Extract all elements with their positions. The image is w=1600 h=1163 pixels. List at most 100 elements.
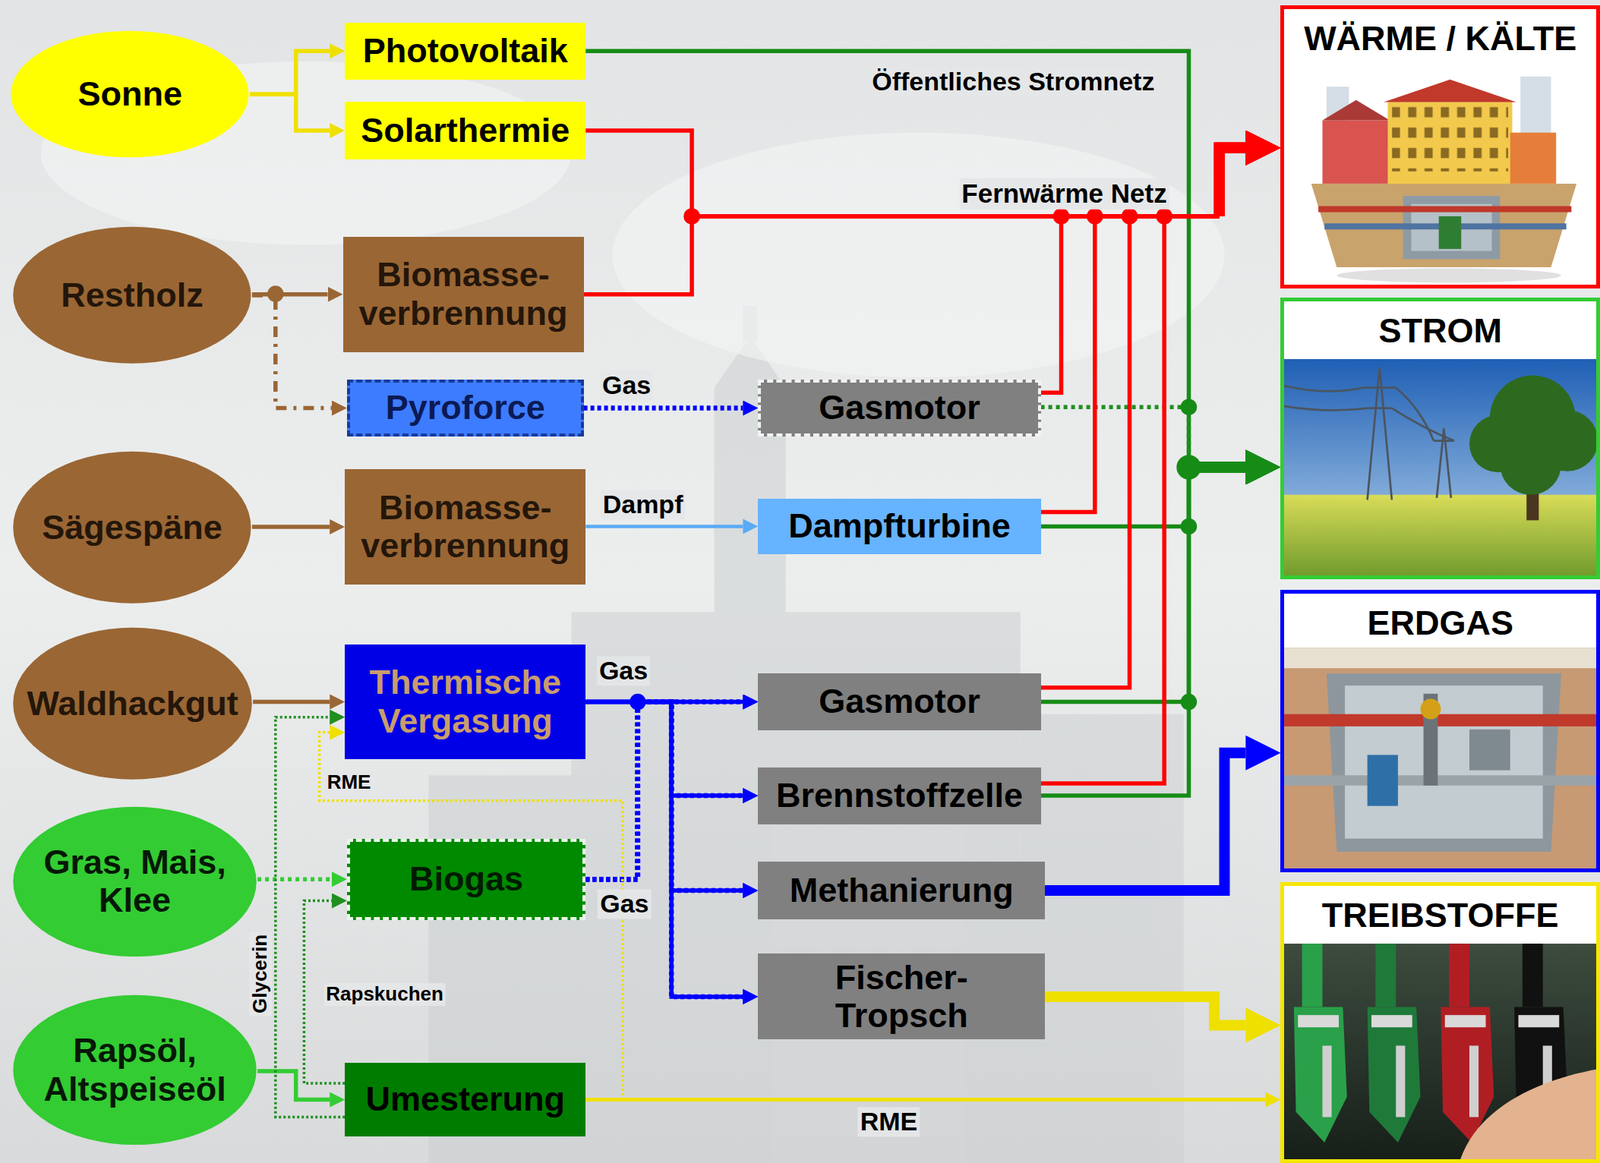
junction-dots-part [1176, 454, 1201, 480]
connector [257, 1071, 330, 1101]
connector [585, 130, 1246, 217]
gas-illustration-part [1283, 647, 1598, 871]
process-box: Methanierung [757, 861, 1045, 919]
steam-haze-part [612, 132, 1225, 379]
connector [1041, 467, 1247, 702]
connector-line [252, 524, 330, 530]
heat-illustration-part [1510, 132, 1556, 184]
edge-label: RME [325, 771, 374, 795]
connector-line [1044, 997, 1246, 1026]
power-illustration-part [1469, 375, 1598, 496]
connector-line [257, 877, 332, 883]
node-label: Methanierung [789, 871, 1014, 910]
connector [319, 732, 623, 1101]
junction-dots-part [1180, 398, 1198, 416]
source-ellipse: Sonne [9, 30, 250, 158]
node-label: Dampfturbine [788, 507, 1011, 546]
connector-line [1219, 148, 1247, 217]
connector-line [585, 702, 743, 881]
output-panel: ERDGAS [1280, 590, 1600, 873]
panel-heading: STROM [1378, 312, 1503, 351]
node-label: Solarthermie [360, 111, 570, 150]
ellipse-fill [12, 806, 256, 957]
process-box: Pyroforce [347, 379, 584, 437]
edge-label: Öffentliches Stromnetz [869, 66, 1157, 97]
gas-illustration [1282, 591, 1598, 871]
process-box: Gasmotor [757, 673, 1041, 731]
process-box: Umesterung [344, 1063, 586, 1137]
gas-illustration-part [1282, 591, 1598, 648]
node-label: Gasmotor [818, 388, 981, 427]
connector [252, 527, 330, 528]
node-label: Gasmotor [818, 682, 981, 721]
node-label: Sägespäne [41, 508, 223, 547]
connector [585, 702, 743, 797]
connector-line [585, 702, 743, 892]
fuel-illustration [1282, 884, 1598, 1163]
power-illustration-part-part [1283, 385, 1454, 442]
connector-line [585, 702, 743, 881]
connector [1041, 467, 1247, 796]
connector [252, 295, 332, 409]
node-label: Photovoltaik [362, 31, 569, 70]
heat-illustration-part [1311, 183, 1577, 268]
edge-label: Fernwärme Netz [959, 178, 1169, 209]
gas-illustration-part [1326, 673, 1562, 853]
connector-line [1041, 467, 1190, 527]
node-label: Restholz [60, 276, 204, 315]
source-ellipse: Restholz [12, 226, 253, 364]
heat-illustration-part [1391, 106, 1509, 172]
connector-line [1041, 407, 1190, 468]
connector-line [583, 405, 744, 411]
connector-line [252, 700, 330, 705]
junction-dots-part [1180, 694, 1198, 711]
connector [585, 1099, 1266, 1101]
gas-illustration-part [1469, 729, 1511, 771]
connector-line [1041, 216, 1220, 688]
node-label: Pyroforce [385, 388, 546, 427]
connector [252, 701, 330, 703]
junction-dots-part [1180, 518, 1198, 536]
connector [1041, 148, 1247, 784]
heat-illustration-part [1336, 268, 1562, 283]
panel-heading: TREIBSTOFFE [1322, 896, 1559, 935]
gas-illustration-part [1344, 685, 1544, 840]
power-illustration [1282, 299, 1598, 578]
edge-label: RME [858, 1107, 921, 1138]
source-ellipse: Rapsöl, Altspeiseöl [12, 994, 258, 1146]
node-label: Biomasse- verbrennung [354, 255, 573, 333]
fuel-illustration-part [1440, 943, 1494, 1143]
connector-line [1219, 148, 1247, 217]
connector-line [583, 216, 1220, 295]
process-box: Thermische Vergasung [344, 644, 586, 760]
fuel-illustration-part [1367, 943, 1421, 1143]
edge-label: Gas [597, 889, 651, 919]
power-illustration-part-part [1499, 433, 1562, 496]
edge-label: Glycerin [249, 932, 272, 1017]
heat-illustration [1282, 6, 1598, 287]
junction-dots-part [683, 208, 701, 225]
connector [249, 50, 330, 95]
gas-illustration-part [1283, 775, 1598, 786]
process-box: Photovoltaik [344, 22, 586, 80]
connector-line [1219, 148, 1247, 217]
connector-line [1219, 148, 1247, 217]
gas-illustration-part [1283, 647, 1598, 669]
process-box: Biomasse- verbrennung [343, 236, 584, 353]
source-ellipse: Gras, Mais, Klee [12, 806, 258, 958]
fuel-illustration-part [1282, 884, 1598, 944]
output-panel: STROM [1280, 297, 1600, 580]
connector-line [585, 130, 1220, 217]
power-illustration-part [1282, 299, 1598, 360]
process-box: Solarthermie [344, 101, 586, 159]
connector [585, 702, 743, 892]
fuel-illustration-part [1283, 943, 1598, 1163]
edge-label: Dampf [600, 490, 686, 521]
connector [257, 879, 332, 881]
node-label: Waldhackgut [26, 684, 238, 723]
heat-illustration-part [1282, 6, 1598, 287]
connector [585, 702, 743, 881]
connector [585, 526, 743, 528]
output-panel: TREIBSTOFFE [1280, 882, 1600, 1163]
